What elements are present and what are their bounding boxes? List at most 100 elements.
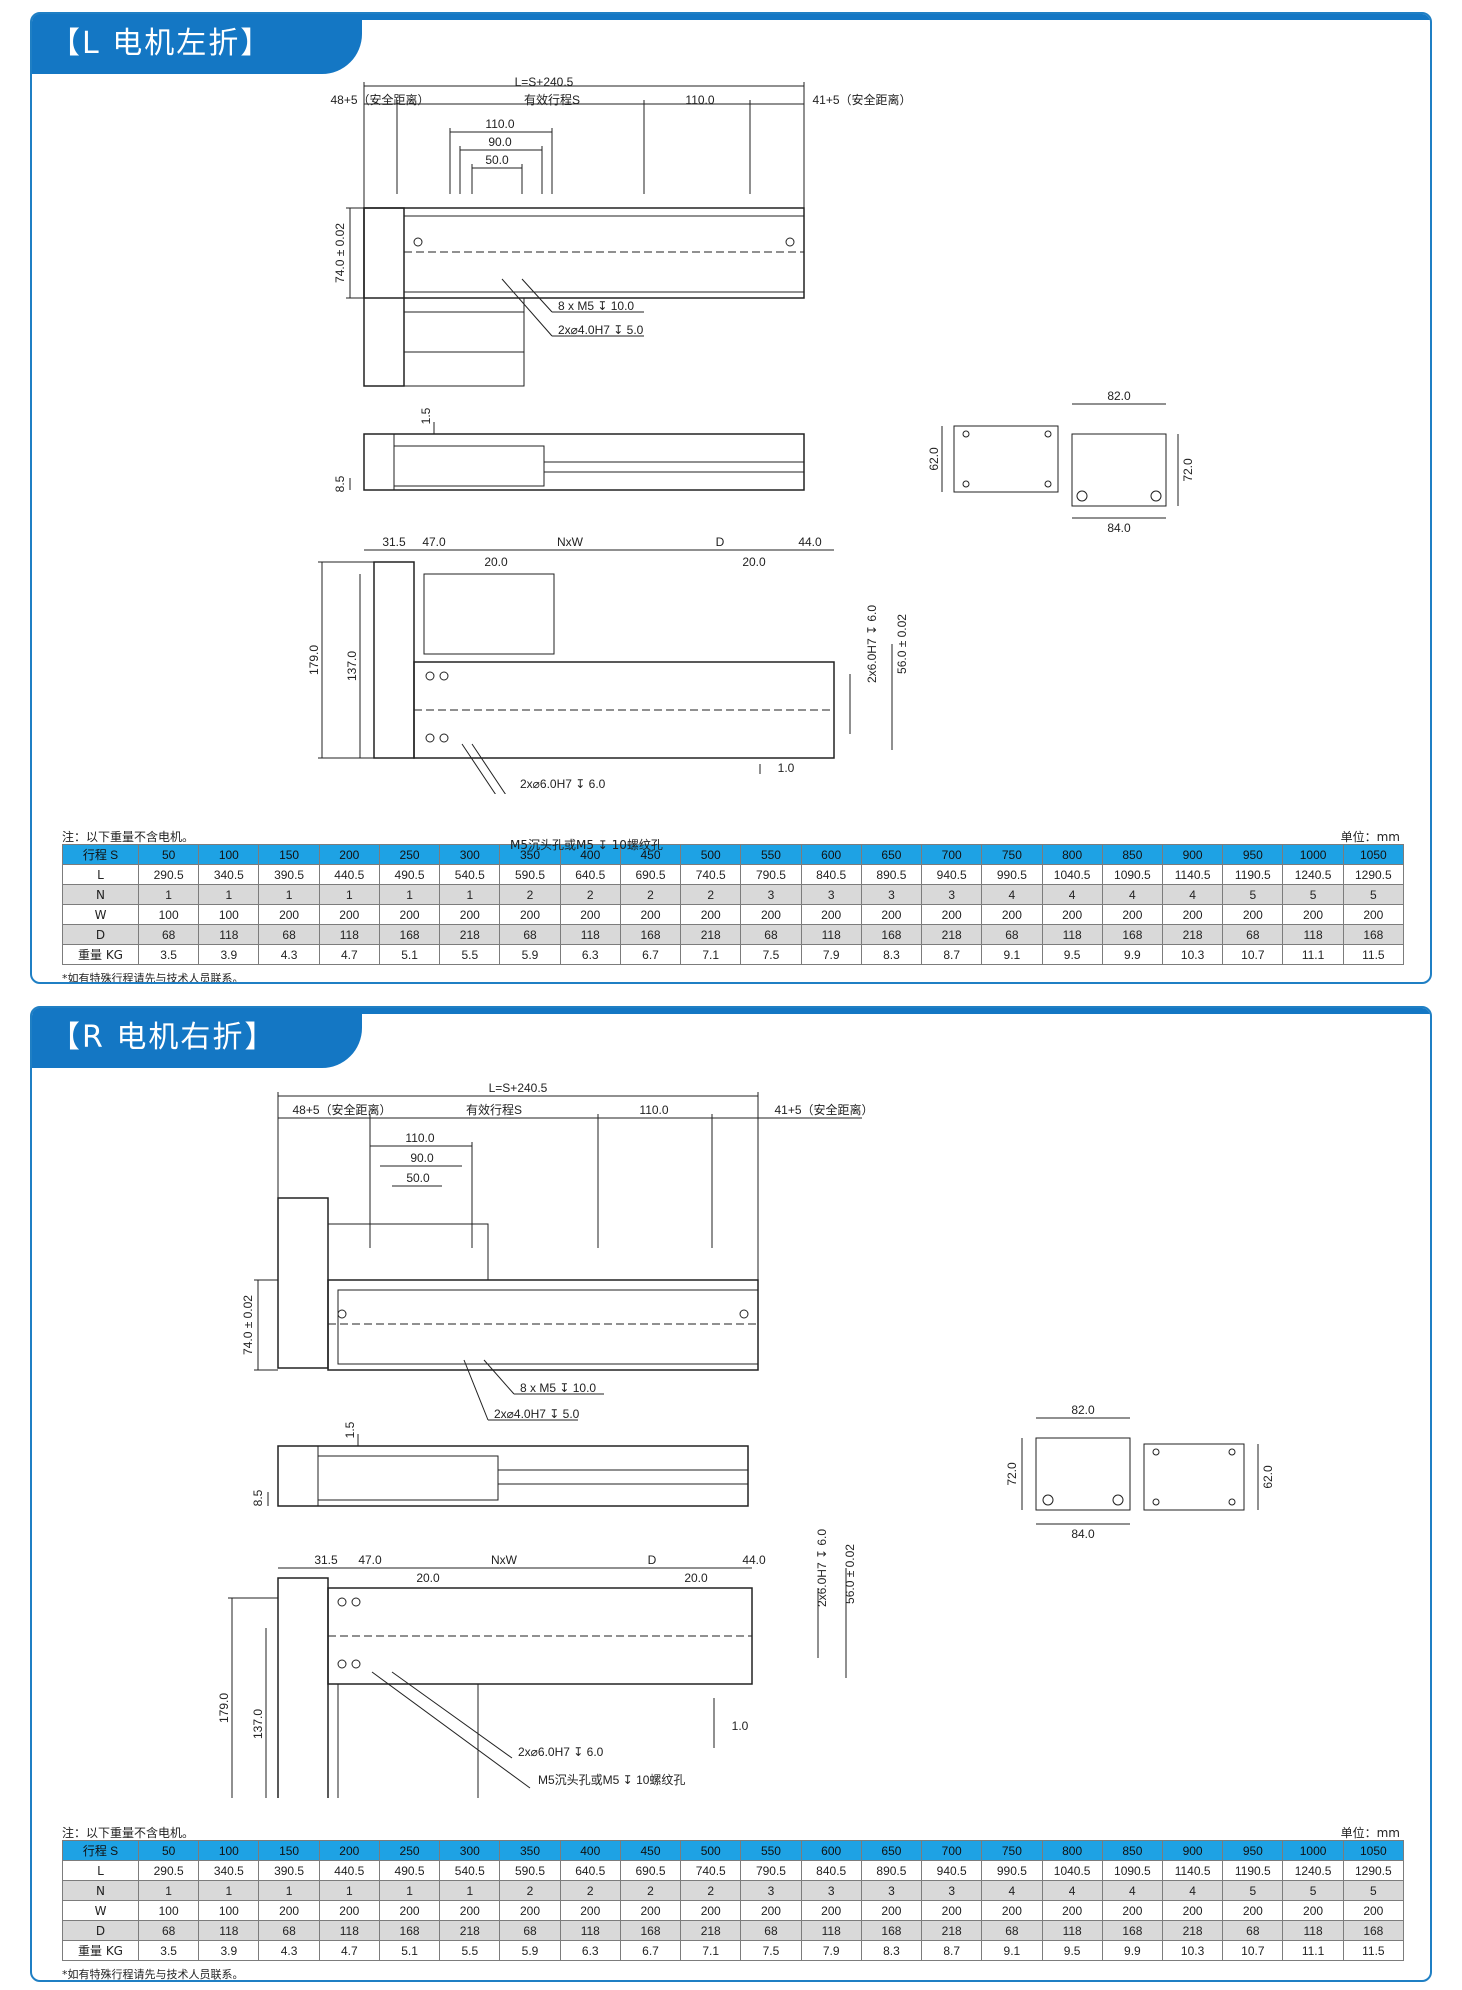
table-cell: 200 — [559, 904, 621, 925]
table-cell: 218 — [439, 1920, 501, 1941]
table-cell: 2 — [619, 1880, 682, 1901]
table-cell: 5.9 — [499, 944, 561, 965]
table-cell: 250 — [378, 1840, 441, 1861]
table-cell: 700 — [921, 1840, 983, 1861]
table-cell: 7.1 — [680, 1940, 742, 1961]
dim-50-l: 50.0 — [485, 153, 509, 167]
table-cell: 5 — [1222, 1880, 1284, 1901]
row-label: 行程 S — [62, 1840, 139, 1861]
table-cell: 540.5 — [439, 1860, 501, 1881]
table-cell: 9.9 — [1101, 944, 1163, 965]
table-cell: 200 — [1222, 904, 1284, 925]
table-cell: 218 — [921, 1920, 983, 1941]
table-cell: 650 — [860, 1840, 923, 1861]
table-cell: 2 — [559, 1880, 621, 1901]
table-cell: 118 — [1041, 924, 1103, 945]
table-cell: 1040.5 — [1041, 1860, 1103, 1881]
table-cell: 200 — [1101, 904, 1163, 925]
table-cell: 950 — [1222, 844, 1284, 865]
dim-d-r: D — [648, 1553, 657, 1567]
table-cell: 990.5 — [981, 1860, 1043, 1881]
row-label: D — [62, 924, 139, 945]
table-cell: 440.5 — [318, 864, 380, 885]
dim-1-0-l: 1.0 — [778, 761, 795, 775]
table-cell: 1 — [198, 1880, 260, 1901]
table-cell: 6.7 — [619, 944, 682, 965]
table-cell: 8.7 — [921, 944, 983, 965]
dim-1-5-l: 1.5 — [419, 407, 433, 424]
table-cell: 9.9 — [1101, 1940, 1163, 1961]
table-cell: 200 — [800, 1900, 862, 1921]
panel-top-bar — [32, 1008, 1430, 1014]
table-cell: 50 — [137, 1840, 200, 1861]
table-cell: 200 — [258, 1900, 320, 1921]
table-cell: 5.9 — [499, 1940, 561, 1961]
table-cell: 3 — [921, 1880, 983, 1901]
table-cell: 890.5 — [860, 1860, 923, 1881]
table-cell: 5.5 — [439, 944, 501, 965]
table-cell: 440.5 — [318, 1860, 380, 1881]
table-cell: 990.5 — [981, 864, 1043, 885]
table-cell: 3 — [740, 1880, 802, 1901]
dim-90-r: 90.0 — [410, 1151, 434, 1165]
table-cell: 4 — [1041, 1880, 1103, 1901]
table-cell: 550 — [740, 844, 802, 865]
dim-74-r: 74.0 ± 0.02 — [241, 1295, 255, 1355]
table-cell: 340.5 — [198, 1860, 260, 1881]
table-cell: 1 — [258, 884, 320, 905]
table-cell: 5.1 — [378, 1940, 441, 1961]
table-cell: 740.5 — [680, 1860, 742, 1881]
table-cell: 900 — [1161, 1840, 1224, 1861]
table-cell: 300 — [439, 1840, 501, 1861]
dim-nxw-l: NxW — [557, 535, 584, 549]
row-label: 行程 S — [62, 844, 139, 865]
table-cell: 218 — [1161, 924, 1224, 945]
table-cell: 3 — [800, 1880, 862, 1901]
drawing-r: L=S+240.5 48+5（安全距离） 有效行程S 110.0 41+5（安全… — [32, 1068, 1430, 1798]
drawing-l: L=S+240.5 48+5（安全距离） 有效行程S 110.0 41+5（安全… — [32, 74, 1430, 794]
table-cell: 550 — [740, 1840, 802, 1861]
table-cell: 7.1 — [680, 944, 742, 965]
table-cell: 9.5 — [1041, 1940, 1103, 1961]
table-cell: 1040.5 — [1041, 864, 1103, 885]
table-cell: 118 — [198, 1920, 260, 1941]
dim-84-l: 84.0 — [1107, 521, 1131, 535]
table-cell: 450 — [619, 1840, 682, 1861]
table-cell: 118 — [800, 924, 862, 945]
table-cell: 68 — [1222, 924, 1284, 945]
table-cell: 68 — [740, 924, 802, 945]
table-cell: 100 — [198, 1900, 260, 1921]
table-cell: 8.3 — [860, 1940, 923, 1961]
table-cell: 3.5 — [137, 1940, 200, 1961]
table-cell: 200 — [1041, 904, 1103, 925]
table-cell: 1140.5 — [1161, 864, 1224, 885]
table-cell: 7.9 — [800, 1940, 862, 1961]
table-cell: 1 — [318, 884, 380, 905]
table-cell: 450 — [619, 844, 682, 865]
table-cell: 690.5 — [619, 864, 682, 885]
table-cell: 4 — [1101, 884, 1163, 905]
dim-179-r: 179.0 — [217, 1693, 231, 1723]
dim-overall-r: L=S+240.5 — [489, 1081, 548, 1095]
section-title-r: 【R 电机右折】 — [32, 1008, 362, 1068]
table-cell: 290.5 — [137, 1860, 200, 1881]
table-cell: 200 — [378, 904, 441, 925]
dim-d-l: D — [716, 535, 725, 549]
table-cell: 200 — [378, 1900, 441, 1921]
dim-1-5-r: 1.5 — [343, 1421, 357, 1438]
table-cell: 168 — [860, 1920, 923, 1941]
weight-note-l: 注：以下重量不含电机。 — [62, 830, 195, 844]
table-cell: 390.5 — [258, 864, 320, 885]
table-cell: 200 — [318, 844, 380, 865]
dim-pin6-l: 2x6.0H7 ↧ 6.0 — [865, 605, 879, 683]
dim-base-pin-l: 2x⌀6.0H7 ↧ 6.0 — [520, 777, 606, 791]
dim-72-l: 72.0 — [1181, 458, 1195, 482]
table-cell: 1 — [137, 1880, 200, 1901]
table-cell: 50 — [137, 844, 200, 865]
table-cell: 68 — [499, 924, 561, 945]
